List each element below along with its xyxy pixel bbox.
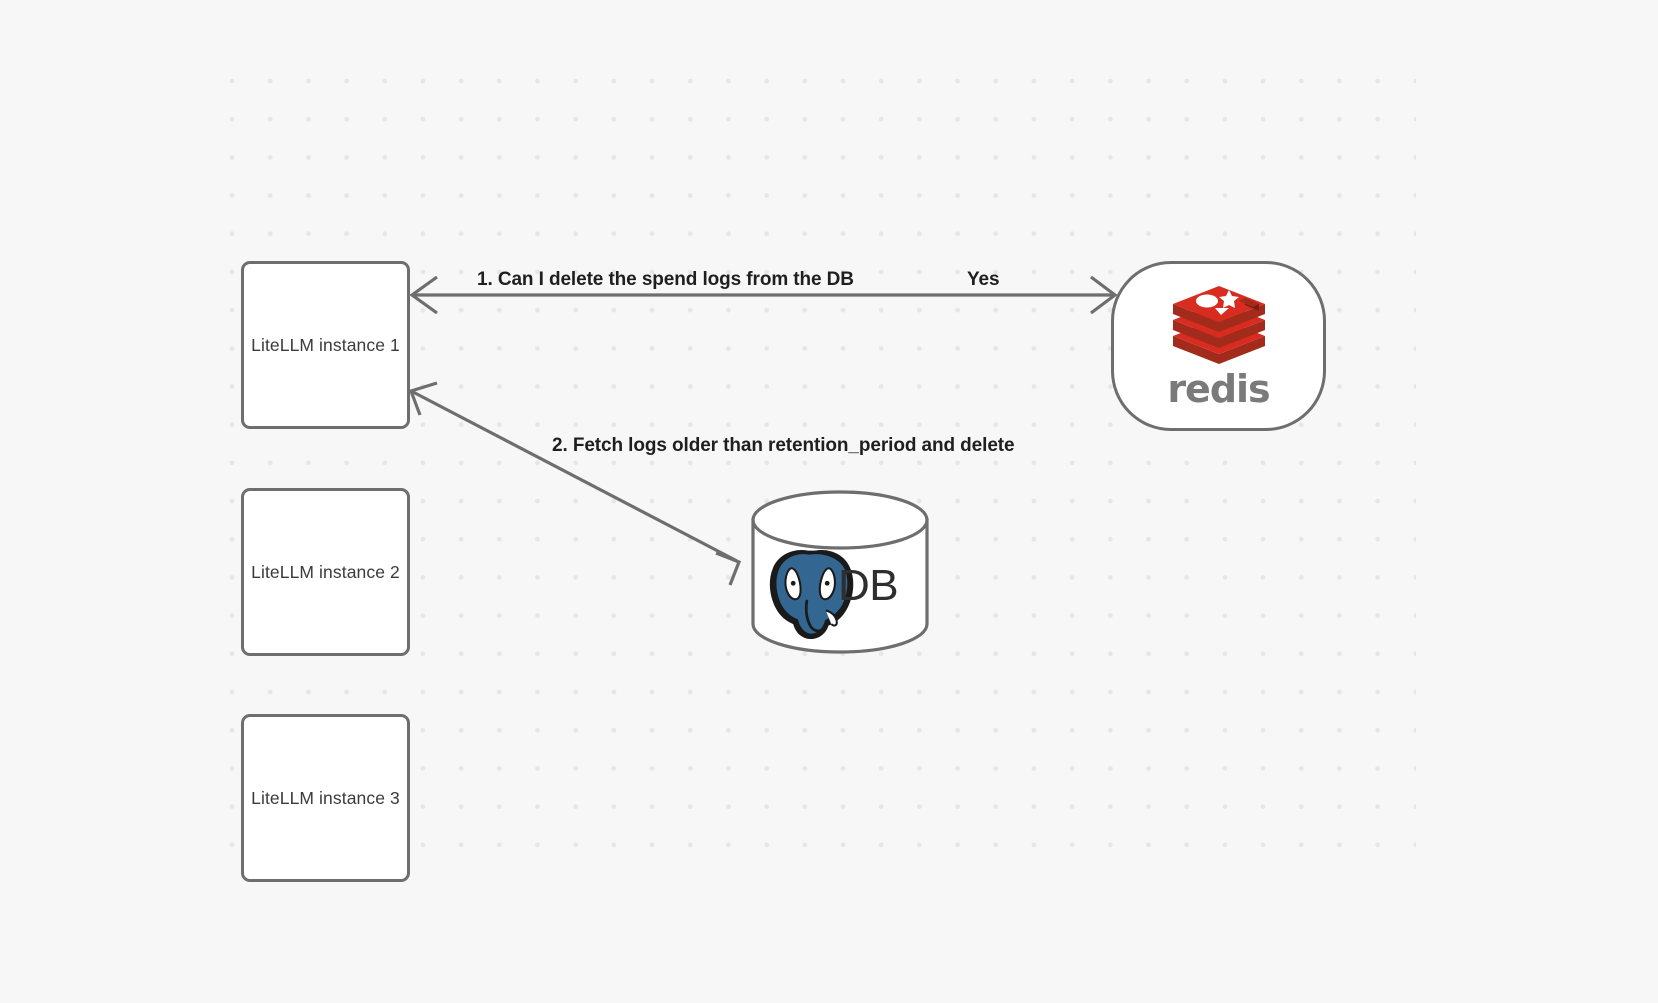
node-label: LiteLLM instance 2 — [251, 561, 400, 582]
db-inner-content: DB — [753, 492, 927, 652]
node-label: LiteLLM instance 3 — [251, 787, 400, 808]
node-litellm-instance-1[interactable]: LiteLLM instance 1 — [241, 261, 410, 429]
edge-2-arrowhead-upper — [408, 381, 438, 416]
edge-label-question: 1. Can I delete the spend logs from the … — [477, 269, 854, 290]
edge-2-arrowhead-lower — [715, 551, 742, 586]
edge-label-fetch: 2. Fetch logs older than retention_perio… — [552, 435, 1015, 456]
edge-label-answer: Yes — [967, 269, 1000, 290]
node-redis[interactable]: redis — [1111, 261, 1326, 431]
node-litellm-instance-2[interactable]: LiteLLM instance 2 — [241, 488, 410, 656]
db-label: DB — [837, 561, 899, 610]
redis-stack-logo-icon — [1172, 286, 1265, 364]
edge-1-arrowhead-left — [409, 275, 438, 315]
node-litellm-instance-3[interactable]: LiteLLM instance 3 — [241, 714, 410, 882]
redis-wordmark: redis — [1167, 367, 1270, 411]
node-label: LiteLLM instance 1 — [251, 334, 400, 355]
edge-2-line — [412, 390, 738, 563]
node-postgres-db[interactable]: DB — [753, 492, 927, 652]
